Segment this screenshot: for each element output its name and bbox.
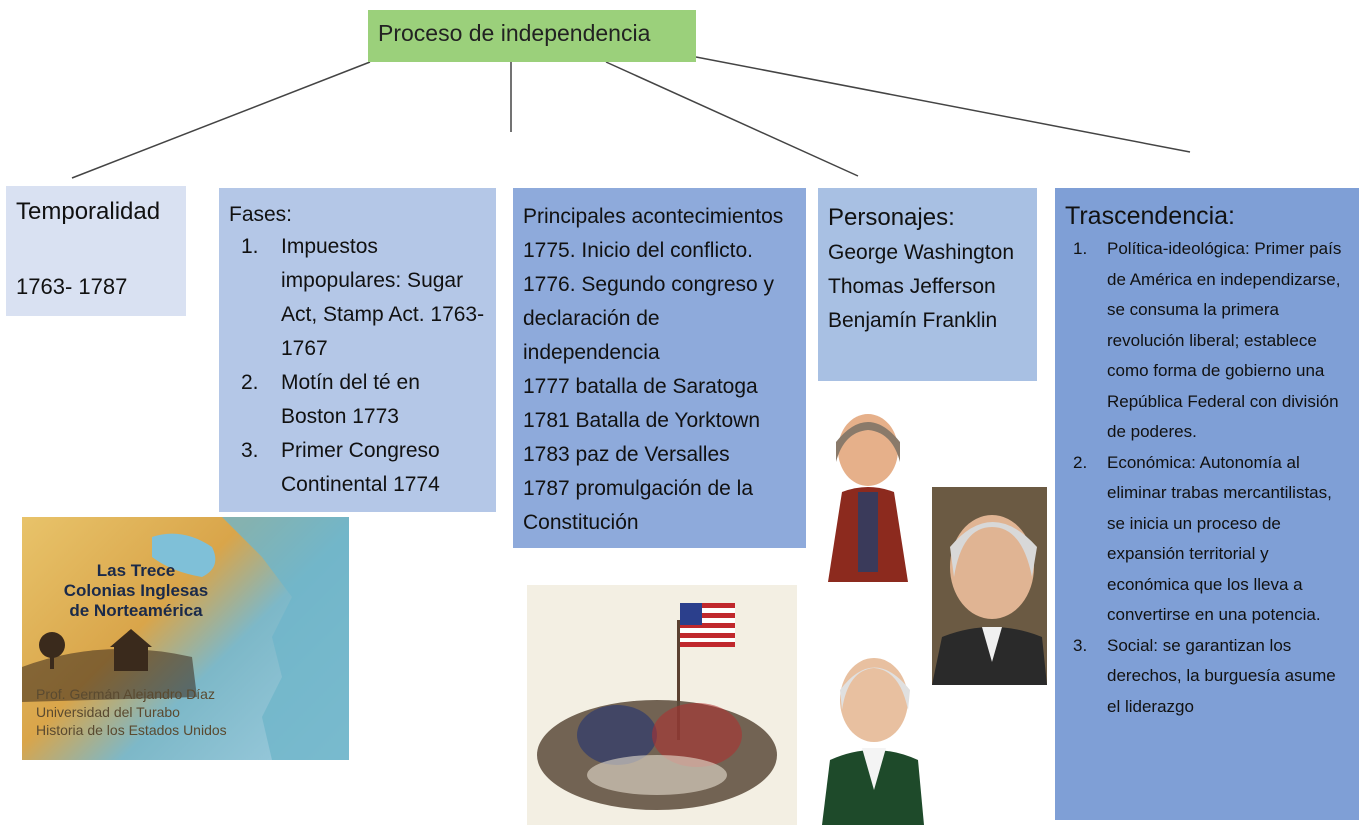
list-number: 1. xyxy=(241,235,259,258)
fases-item-text: Motín del té en Boston 1773 xyxy=(281,371,420,428)
connector-trascendencia xyxy=(695,56,1191,153)
acontecimiento-row: 1777 batalla de Saratoga xyxy=(523,375,758,398)
battle-scene xyxy=(537,603,777,810)
acontecimiento-row: 1787 promulgación de la Constitución xyxy=(523,477,753,534)
map-illustration xyxy=(22,517,349,760)
personaje-name: George Washington xyxy=(828,241,1014,264)
map-credit-line: Historia de los Estados Unidos xyxy=(36,722,227,738)
us-flag-icon xyxy=(680,603,735,647)
acontecimientos-box: Principales acontecimientos 1775. Inicio… xyxy=(513,188,806,548)
connector-temporalidad xyxy=(71,61,371,179)
acontecimiento-row: 1775. Inicio del conflicto. xyxy=(523,239,753,262)
trascendencia-item-text: Económica: Autonomía al eliminar trabas … xyxy=(1107,452,1332,625)
root-label: Proceso de independencia xyxy=(378,20,651,46)
franklin-caricature-image xyxy=(822,402,914,590)
trascendencia-item: 2. Económica: Autonomía al eliminar traba… xyxy=(1065,448,1349,631)
jefferson-illustration xyxy=(822,658,924,825)
map-credit-line: Prof. Germán Alejandro Díaz xyxy=(36,686,215,702)
personaje-name: Thomas Jefferson xyxy=(828,275,996,298)
jefferson-caricature-image xyxy=(822,640,924,825)
list-number: 2. xyxy=(241,371,259,394)
list-number: 3. xyxy=(1073,635,1088,655)
root-node: Proceso de independencia xyxy=(368,10,696,62)
personajes-title: Personajes: xyxy=(828,204,955,231)
fases-item: 2. Motín del té en Boston 1773 xyxy=(229,366,486,434)
temporalidad-title: Temporalidad xyxy=(16,198,161,225)
acontecimiento-row: 1783 paz de Versalles xyxy=(523,443,730,466)
acontecimiento-row: 1776. Segundo congreso y declaración de … xyxy=(523,273,775,364)
trascendencia-title: Trascendencia: xyxy=(1065,202,1235,230)
map-credit-line: Universidad del Turabo xyxy=(36,704,180,720)
trascendencia-item: 1. Política-ideológica: Primer país de Am… xyxy=(1065,234,1349,448)
fases-item-text: Impuestos impopulares: Sugar Act, Stamp … xyxy=(281,235,485,360)
trascendencia-item: 3. Social: se garantizan los derechos, la… xyxy=(1065,631,1349,723)
fases-title: Fases: xyxy=(229,203,293,226)
connector-personajes xyxy=(605,61,859,177)
map-title-line: Colonias Inglesas xyxy=(63,581,209,600)
list-number: 2. xyxy=(1073,452,1088,472)
battle-illustration-image xyxy=(527,585,797,825)
franklin-illustration xyxy=(828,414,908,582)
map-title-line: Las Trece xyxy=(96,561,176,580)
thirteen-colonies-map-image: Las Trece Colonias Inglesas de Norteamér… xyxy=(22,517,349,760)
acontecimientos-title: Principales acontecimientos xyxy=(523,205,784,228)
personaje-name: Benjamín Franklin xyxy=(828,309,998,332)
fases-item: 1. Impuestos impopulares: Sugar Act, Stam… xyxy=(229,230,486,366)
washington-illustration xyxy=(932,487,1047,685)
list-number: 3. xyxy=(241,439,259,462)
map-title-line: de Norteamérica xyxy=(69,601,203,620)
fases-item: 3. Primer Congreso Continental 1774 xyxy=(229,434,486,502)
trascendencia-item-text: Social: se garantizan los derechos, la b… xyxy=(1107,635,1336,716)
acontecimiento-row: 1781 Batalla de Yorktown xyxy=(523,409,761,432)
fases-item-text: Primer Congreso Continental 1774 xyxy=(281,439,440,496)
trascendencia-item-text: Política-ideológica: Primer país de Amér… xyxy=(1107,239,1342,441)
personajes-box: Personajes: George Washington Thomas Jef… xyxy=(818,188,1037,381)
fases-box: Fases: 1. Impuestos impopulares: Sugar Ac… xyxy=(219,188,496,512)
temporalidad-box: Temporalidad 1763- 1787 xyxy=(6,186,186,316)
list-number: 1. xyxy=(1073,239,1088,258)
temporalidad-value: 1763- 1787 xyxy=(16,274,128,299)
washington-caricature-image xyxy=(932,487,1047,685)
trascendencia-box: Trascendencia: 1. Política-ideológica: Pr… xyxy=(1055,188,1359,820)
